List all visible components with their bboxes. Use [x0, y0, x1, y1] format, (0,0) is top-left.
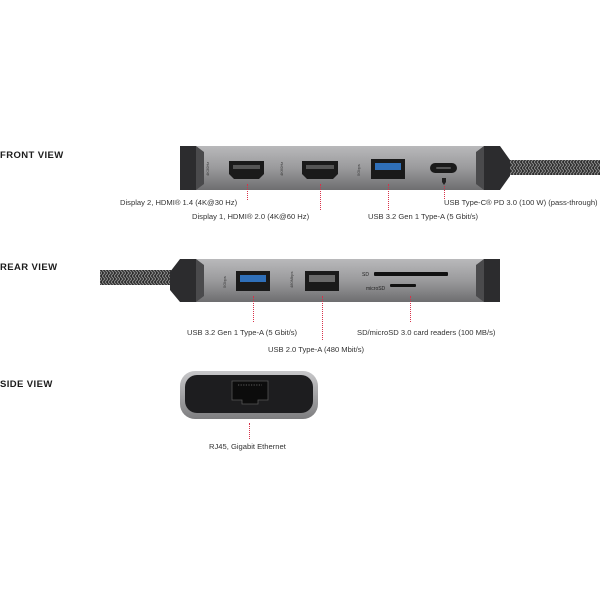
microsd-slot	[390, 284, 416, 287]
leader-display1	[320, 184, 321, 210]
rear-left-cap	[170, 259, 196, 302]
rear-right-cap	[484, 259, 500, 302]
card-reader-slots: SD microSD	[362, 272, 448, 292]
label-usb-a-rear: USB 3.2 Gen 1 Type-A (5 Gbit/s)	[187, 328, 298, 337]
label-usb-a-front: USB 3.2 Gen 1 Type-A (5 Gbit/s)	[368, 212, 479, 221]
leader-rj45	[249, 423, 250, 439]
sd-slot	[374, 272, 448, 276]
leader-usb-2	[322, 296, 323, 340]
label-rj45: RJ45, Gigabit Ethernet	[209, 442, 286, 451]
usb-a-port-rear: 5Gbps	[222, 271, 270, 291]
power-icon	[442, 178, 446, 185]
front-left-cap	[180, 146, 196, 190]
front-hub: 4K30Hz 4K60Hz 5Gbps	[180, 146, 600, 190]
label-usb-2: USB 2.0 Type-A (480 Mbit/s)	[268, 345, 365, 354]
rear-cable	[100, 270, 184, 285]
label-display1: Display 1, HDMI® 2.0 (4K@60 Hz)	[192, 212, 310, 221]
label-display2: Display 2, HDMI® 1.4 (4K@30 Hz)	[120, 198, 238, 207]
front-hub-body	[180, 146, 500, 190]
leader-display2	[247, 184, 248, 200]
hdmi-1-mark: 4K30Hz	[205, 162, 210, 176]
label-card: SD/microSD 3.0 card readers (100 MB/s)	[357, 328, 496, 337]
leader-usb-a-front	[388, 184, 389, 210]
hdmi-port-1: 4K30Hz	[205, 161, 264, 179]
rear-view-title: REAR VIEW	[0, 262, 58, 273]
side-hub	[180, 371, 318, 419]
front-right-cap	[484, 146, 510, 190]
usb-a-rear-mark: 5Gbps	[222, 276, 227, 288]
usb-a-port-front: 5Gbps	[356, 159, 405, 179]
rear-hub-body	[180, 259, 500, 302]
usb-2-port: 480Mbps	[289, 271, 339, 291]
microsd-mark: microSD	[366, 286, 386, 292]
leader-usb-a-rear	[253, 296, 254, 322]
front-cable	[497, 160, 600, 175]
usb-2-mark: 480Mbps	[289, 272, 294, 288]
usb-a-front-mark: 5Gbps	[356, 164, 361, 176]
front-view-title: FRONT VIEW	[0, 150, 64, 161]
rj45-port	[231, 380, 269, 405]
hdmi-port-2: 4K60Hz	[279, 161, 338, 179]
label-usb-c: USB Type-C® PD 3.0 (100 W) (pass-through…	[444, 198, 598, 207]
sd-mark: SD	[362, 272, 369, 278]
usb-c-port	[430, 163, 457, 185]
leader-usb-c	[444, 186, 445, 199]
hdmi-2-mark: 4K60Hz	[279, 162, 284, 176]
side-view-title: SIDE VIEW	[0, 379, 53, 390]
leader-card	[410, 296, 411, 322]
rear-hub: 5Gbps 480Mbps SD microSD	[100, 259, 500, 302]
